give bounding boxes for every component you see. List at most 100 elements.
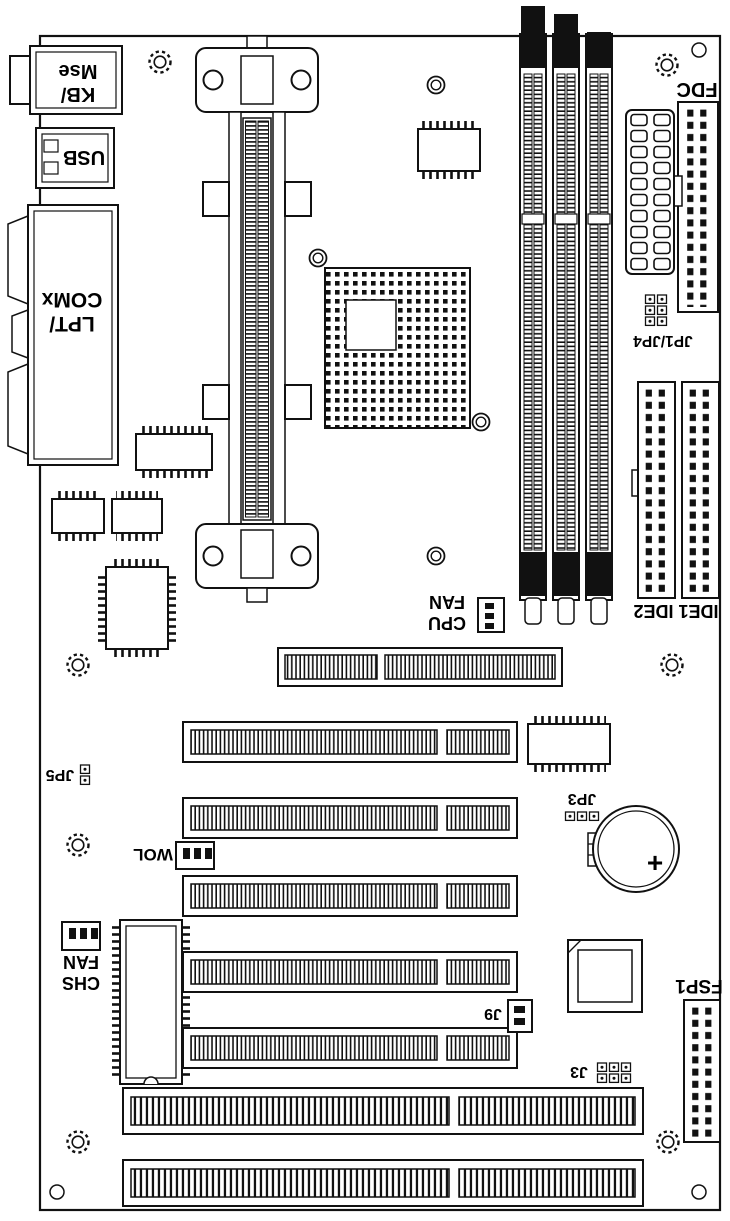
fan-pin	[194, 848, 201, 859]
svg-text:J3: J3	[570, 1063, 588, 1080]
fsp1-label: FSP1	[675, 975, 723, 996]
ic-body	[105, 566, 169, 650]
chipset-bga	[324, 267, 471, 429]
cpu-slot1	[195, 35, 319, 603]
qfp-chip	[98, 559, 176, 657]
slot-contacts	[190, 959, 438, 985]
port-dsub	[11, 308, 29, 360]
slot-contacts	[190, 729, 438, 755]
slot-contacts	[446, 883, 510, 909]
svg-text:IDE1 IDE2: IDE1 IDE2	[633, 601, 718, 621]
cpu-fan-label: CPU FAN	[428, 592, 466, 633]
svg-text:JP3: JP3	[568, 790, 597, 807]
dimm-slot-2	[552, 14, 580, 625]
fan-pin	[485, 603, 494, 609]
fsp1-header: FSP1	[675, 975, 723, 1143]
slot-key	[587, 213, 611, 225]
jp1-jp4-jumper: JP1/JP4	[633, 294, 693, 349]
slot-contacts	[446, 959, 510, 985]
bracket-hole	[290, 545, 312, 567]
jumper-pins	[564, 811, 600, 822]
slot-end-top	[554, 14, 578, 68]
ic-pins	[56, 532, 100, 541]
svg-text:JP1/JP4: JP1/JP4	[633, 332, 693, 349]
ic-chip-4	[111, 491, 163, 541]
slot-contacts	[458, 1168, 636, 1198]
kb-mse-label-line1: KB/	[60, 83, 95, 105]
slot-contacts	[523, 73, 533, 551]
lpt-label-line1: LPT/	[49, 312, 95, 335]
cpu-fan-label-line1: CPU	[428, 613, 466, 633]
slot-end-bottom	[554, 552, 578, 596]
power-pins	[628, 112, 674, 272]
board-hole	[471, 412, 491, 432]
slot-contacts	[190, 805, 438, 831]
wol-header: WOL	[133, 841, 215, 870]
connector-tab	[9, 55, 33, 105]
pci-slot-2	[182, 797, 518, 839]
ic-pins	[140, 426, 208, 435]
retention-clip	[202, 384, 230, 420]
lpt-label-line2: COMx	[41, 288, 102, 311]
connector-inner	[33, 210, 113, 460]
svg-text:FSP1: FSP1	[675, 975, 723, 996]
jp5-jumper: JP5	[46, 764, 91, 786]
slot-contacts	[533, 73, 543, 551]
usb-connector: USB	[35, 127, 115, 189]
lpt-comx-connector: LPT/ COMx	[7, 204, 119, 466]
slot-contacts	[130, 1168, 450, 1198]
fan-pin	[91, 928, 98, 939]
ic-body	[417, 128, 481, 172]
jp5-label: JP5	[46, 766, 75, 783]
slot-contacts	[190, 1035, 438, 1061]
plcc-chip	[567, 939, 643, 1013]
header-pin	[514, 1018, 525, 1025]
isa-slot-2	[122, 1159, 644, 1207]
board-hole	[426, 75, 446, 95]
jp3-jumper: JP3	[564, 790, 600, 822]
dip-notch	[143, 1076, 159, 1085]
port-dsub	[7, 362, 29, 456]
chs-fan-label-line2: FAN	[63, 952, 99, 972]
ic-pins	[116, 532, 158, 541]
svg-text:FDC: FDC	[676, 78, 717, 100]
slot-contacts	[556, 73, 566, 551]
slot-latch	[590, 597, 608, 625]
j3-label: J3	[570, 1063, 588, 1080]
retention-clip	[284, 384, 312, 420]
chamfer-corner	[567, 939, 582, 954]
kb-mse-label-line2: Mse	[59, 60, 98, 82]
fan-pin	[183, 848, 190, 859]
dip-chip	[112, 919, 190, 1085]
battery-plus-mark: +	[647, 847, 663, 878]
jumper-pins	[596, 1062, 632, 1084]
jumper-pins	[79, 764, 91, 786]
ide2-connector	[681, 381, 720, 599]
ic-body	[135, 433, 213, 471]
wol-label: WOL	[133, 845, 173, 864]
bracket-hole	[202, 69, 224, 91]
board-hole	[308, 248, 328, 268]
j9-header: J9	[484, 999, 533, 1033]
slot-contacts	[130, 1096, 450, 1126]
pci-slot-4	[182, 951, 518, 993]
ic-pins	[112, 648, 162, 657]
pci-slot-5	[182, 1027, 518, 1069]
rail-right	[272, 111, 286, 525]
ic-pins	[56, 491, 100, 500]
ic-pins	[167, 573, 176, 643]
ic-pins	[140, 469, 208, 478]
ide1-connector	[631, 381, 676, 599]
fan-pin	[485, 613, 494, 619]
ic-pins	[98, 573, 107, 643]
ic-pins	[532, 763, 606, 772]
slot-contacts	[384, 654, 556, 680]
slot-contacts	[245, 120, 257, 518]
ic-chip-1	[417, 121, 481, 179]
jumper-pins	[644, 294, 668, 327]
retention-clip	[284, 181, 312, 217]
atx-power-connector	[625, 109, 683, 275]
j9-label: J9	[484, 1005, 502, 1022]
jp1-jp4-label: JP1/JP4	[633, 332, 693, 349]
fdc-connector: FDC	[676, 78, 719, 313]
